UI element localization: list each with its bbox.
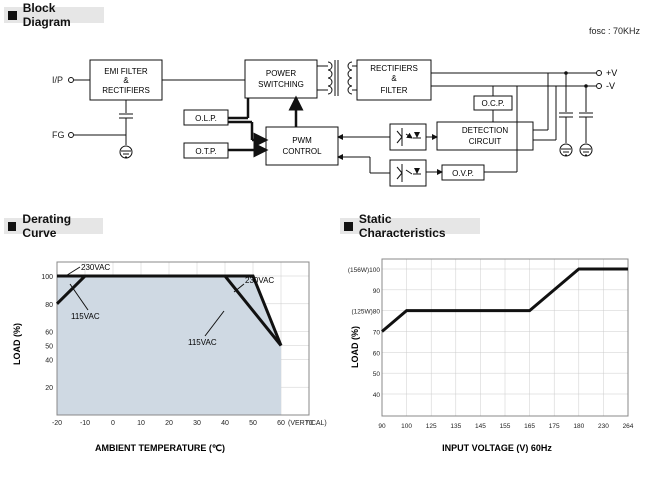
emi-line1: EMI FILTER: [104, 67, 148, 76]
derating-x-tick-label: 10: [137, 420, 145, 427]
derating-x-tick-label: -10: [80, 420, 90, 427]
static-y-ticks: 40 50 60 70 (125W)80 90 (156W)100: [348, 267, 381, 399]
emi-line2: &: [123, 76, 129, 85]
derating-x-tick-label: 30: [193, 420, 201, 427]
series-label-230vac-right: 230VAC: [245, 276, 274, 285]
static-x-tick-label: 175: [549, 423, 560, 430]
power-switching-block: [244, 59, 318, 99]
static-x-tick-label: 135: [450, 423, 461, 430]
static-x-tick-label: 90: [378, 423, 386, 430]
static-x-tick-label: 180: [573, 423, 584, 430]
pwm-line2: CONTROL: [282, 147, 322, 156]
derating-y-tick-label: 100: [41, 274, 53, 281]
derating-y-tick-label: 50: [45, 344, 53, 351]
series-115vac-line: [55, 274, 283, 347]
static-x-tick-label: 165: [524, 423, 535, 430]
derating-y-axis-label: LOAD (%): [12, 323, 22, 365]
rect-line3: FILTER: [381, 86, 408, 95]
derating-y-ticks: 20 40 50 60 80 100: [41, 274, 53, 392]
derating-fill-area: [57, 276, 281, 415]
emi-line3: RECTIFIERS: [102, 86, 150, 95]
static-y-tick-label: 40: [373, 392, 381, 399]
static-y-axis-label: LOAD (%): [350, 326, 360, 368]
static-x-tick-label: 125: [426, 423, 437, 430]
ovp-label: O.V.P.: [452, 169, 474, 178]
series-label-230vac-top: 230VAC: [81, 263, 110, 272]
optocoupler-icon: [389, 123, 427, 151]
pwm-control-block: [265, 126, 339, 166]
static-x-tick-label: 145: [475, 423, 486, 430]
static-x-tick-label: 264: [623, 423, 634, 430]
static-series-line: [381, 267, 628, 333]
static-x-axis-label: INPUT VOLTAGE (V) 60Hz: [442, 443, 552, 453]
section-title-static-characteristics: Static Characteristics: [358, 212, 446, 240]
static-y-tick-label: 50: [373, 371, 381, 378]
static-x-tick-label: 230: [598, 423, 609, 430]
rect-line2: &: [391, 74, 397, 83]
power-line2: SWITCHING: [258, 80, 304, 89]
derating-x-tick-label: 50: [249, 420, 257, 427]
det-line1: DETECTION: [462, 126, 508, 135]
derating-curve-chart: 20 40 50 60 80 100 -20 -10 0 10 20 30 40 50 60 70 (VER…: [12, 261, 327, 453]
transformer-icon: [317, 60, 357, 96]
derating-x-tick-label: 40: [221, 420, 229, 427]
static-y-tick-label: 60: [373, 350, 381, 357]
rectifiers-filter-block: [356, 59, 432, 101]
derating-x-tick-label: 60: [277, 420, 285, 427]
section-header-static-characteristics: Static Characteristics: [340, 212, 480, 240]
fosc-label: fosc : 70KHz: [589, 26, 641, 36]
derating-y-tick-label: 20: [45, 385, 53, 392]
ground-icon: [119, 145, 133, 159]
otp-label: O.T.P.: [195, 147, 216, 156]
minus-v-terminal: [596, 83, 602, 89]
derating-x-tick-label: 20: [165, 420, 173, 427]
ocp-label: O.C.P.: [482, 99, 505, 108]
static-x-tick-label: 155: [500, 423, 511, 430]
series-label-115vac-right: 115VAC: [188, 338, 217, 347]
static-x-ticks: 90 100 125 135 145 155 165 175 180 230 264: [378, 423, 633, 430]
ground-icon: [579, 143, 593, 157]
plus-v-label: +V: [606, 68, 617, 78]
section-header-block-diagram: Block Diagram: [4, 1, 104, 29]
olp-label: O.L.P.: [195, 114, 217, 123]
derating-x-suffix: (VERTICAL): [288, 420, 327, 427]
series-label-115vac-left: 115VAC: [71, 312, 100, 321]
section-bullet-icon: [344, 221, 353, 231]
section-title-block-diagram: Block Diagram: [22, 1, 71, 29]
static-x-tick-label: 100: [401, 423, 412, 430]
static-y-tick-label: 90: [373, 288, 381, 295]
static-y-tick-label: (156W)100: [348, 267, 381, 274]
static-grid: [381, 259, 629, 416]
fg-label: FG: [52, 130, 65, 140]
static-plot-frame: [381, 258, 629, 417]
section-header-derating-curve: Derating Curve: [4, 212, 103, 240]
fg-terminal: [68, 132, 74, 138]
minus-v-label: -V: [606, 81, 615, 91]
ground-icon: [559, 143, 573, 157]
section-bullet-icon: [8, 221, 17, 231]
det-line2: CIRCUIT: [469, 137, 502, 146]
block-diagram: fosc : 70KHz I/P FG EMI FILTER & RECTIFI…: [52, 26, 641, 187]
derating-x-axis-label: AMBIENT TEMPERATURE (℃): [95, 443, 225, 453]
derating-plot-frame: [56, 261, 310, 416]
derating-x-ticks: -20 -10 0 10 20 30 40 50 60 70: [52, 420, 313, 427]
ip-terminal: [68, 77, 74, 83]
section-bullet-icon: [8, 10, 17, 20]
optocoupler-icon: [389, 159, 427, 187]
static-y-tick-label: 70: [373, 330, 381, 337]
derating-y-tick-label: 40: [45, 357, 53, 364]
derating-y-tick-label: 60: [45, 330, 53, 337]
derating-x-tick-label: 70: [305, 420, 313, 427]
ip-label: I/P: [52, 75, 63, 85]
section-title-derating-curve: Derating Curve: [22, 212, 72, 240]
static-y-tick-label: (125W)80: [351, 309, 380, 316]
derating-x-tick-label: -20: [52, 420, 62, 427]
plus-v-terminal: [596, 70, 602, 76]
derating-x-tick-label: 0: [111, 420, 115, 427]
static-characteristics-chart: 40 50 60 70 (125W)80 90 (156W)100 90 100 125 135 1…: [348, 258, 634, 453]
derating-y-tick-label: 80: [45, 302, 53, 309]
rect-line1: RECTIFIERS: [370, 64, 418, 73]
power-line1: POWER: [266, 69, 296, 78]
pwm-line1: PWM: [292, 136, 312, 145]
